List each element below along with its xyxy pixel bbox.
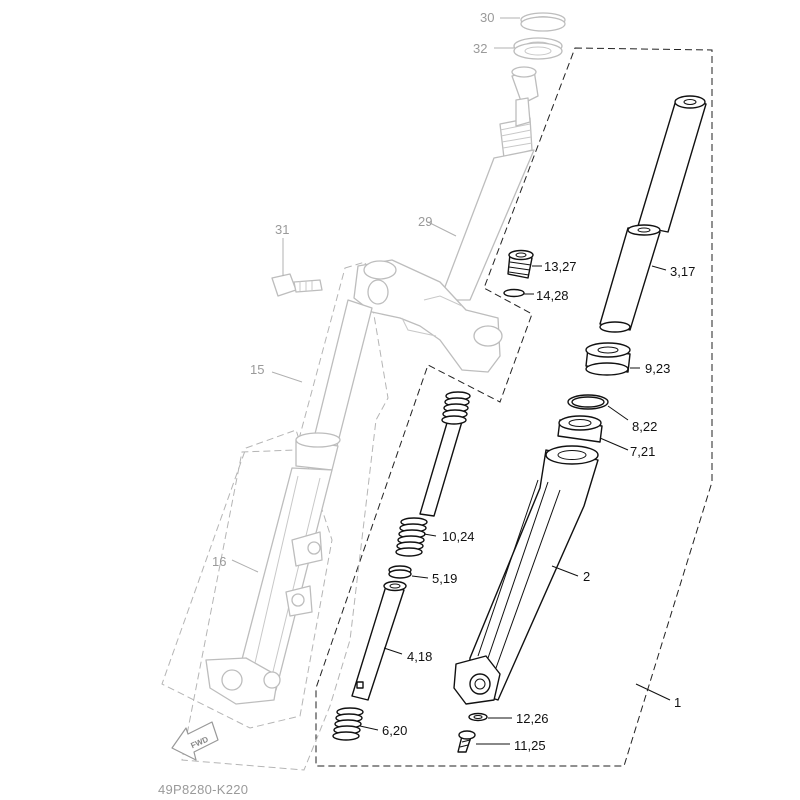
leader-6 xyxy=(359,725,379,731)
callout-12-26: 12,26 xyxy=(516,711,549,726)
spring-10 xyxy=(395,517,428,557)
inner-tube-3-lower xyxy=(599,224,661,333)
outer-tube-2 xyxy=(453,445,599,705)
callout-1: 1 xyxy=(674,695,681,710)
callout-31: 31 xyxy=(275,222,289,237)
washer-7 xyxy=(557,415,603,443)
callout-11-25: 11,25 xyxy=(514,738,546,753)
leader-16 xyxy=(231,559,259,573)
bolt-31 xyxy=(271,273,323,297)
o-ring-14 xyxy=(503,288,525,298)
leader-3 xyxy=(651,265,667,271)
assembly-15-outline xyxy=(181,261,389,771)
oil-seal-9 xyxy=(585,342,631,376)
washer-12 xyxy=(468,712,488,722)
steering-stem-29 xyxy=(439,66,539,301)
cap-bolt-13 xyxy=(507,249,534,279)
callout-4-18: 4,18 xyxy=(407,649,432,664)
callout-14-28: 14,28 xyxy=(536,288,569,303)
inner-tube-3 xyxy=(637,95,707,233)
leader-10 xyxy=(423,533,437,537)
callout-9-23: 9,23 xyxy=(645,361,670,376)
fork-leg-15 xyxy=(295,299,373,471)
callout-32: 32 xyxy=(473,41,487,56)
leader-2 xyxy=(551,565,579,577)
callout-8-22: 8,22 xyxy=(632,419,657,434)
assembly-16-outline xyxy=(161,429,333,729)
leader-1 xyxy=(635,683,671,701)
fwd-arrow-icon: FWD xyxy=(171,721,219,761)
leader-15 xyxy=(271,371,303,383)
leader-4 xyxy=(383,647,403,655)
callout-29: 29 xyxy=(418,214,432,229)
callout-5-19: 5,19 xyxy=(432,571,457,586)
callout-13-27: 13,27 xyxy=(544,259,577,274)
spring-6 xyxy=(332,707,364,741)
diagram-code: 49P8280-K220 xyxy=(158,782,248,797)
bearing-race-30 xyxy=(520,12,566,32)
spring-upper xyxy=(419,391,471,517)
callout-15: 15 xyxy=(250,362,264,377)
collar-5 xyxy=(388,565,412,579)
under-bracket xyxy=(353,259,503,373)
bearing-32 xyxy=(513,37,563,60)
bolt-11 xyxy=(457,730,476,753)
assembly-1-outline xyxy=(315,47,713,767)
circlip-8 xyxy=(567,394,609,410)
callout-3-17: 3,17 xyxy=(670,264,695,279)
damper-rod-4 xyxy=(351,580,407,701)
callout-7-21: 7,21 xyxy=(630,444,655,459)
callout-30: 30 xyxy=(480,10,494,25)
leader-29 xyxy=(427,221,457,237)
fork-lower-16 xyxy=(205,467,333,705)
callout-6-20: 6,20 xyxy=(382,723,407,738)
callout-10-24: 10,24 xyxy=(442,529,475,544)
leader-8 xyxy=(607,405,629,421)
callout-16: 16 xyxy=(212,554,226,569)
callout-2: 2 xyxy=(583,569,590,584)
leader-5 xyxy=(411,575,429,579)
leader-7 xyxy=(599,437,629,451)
